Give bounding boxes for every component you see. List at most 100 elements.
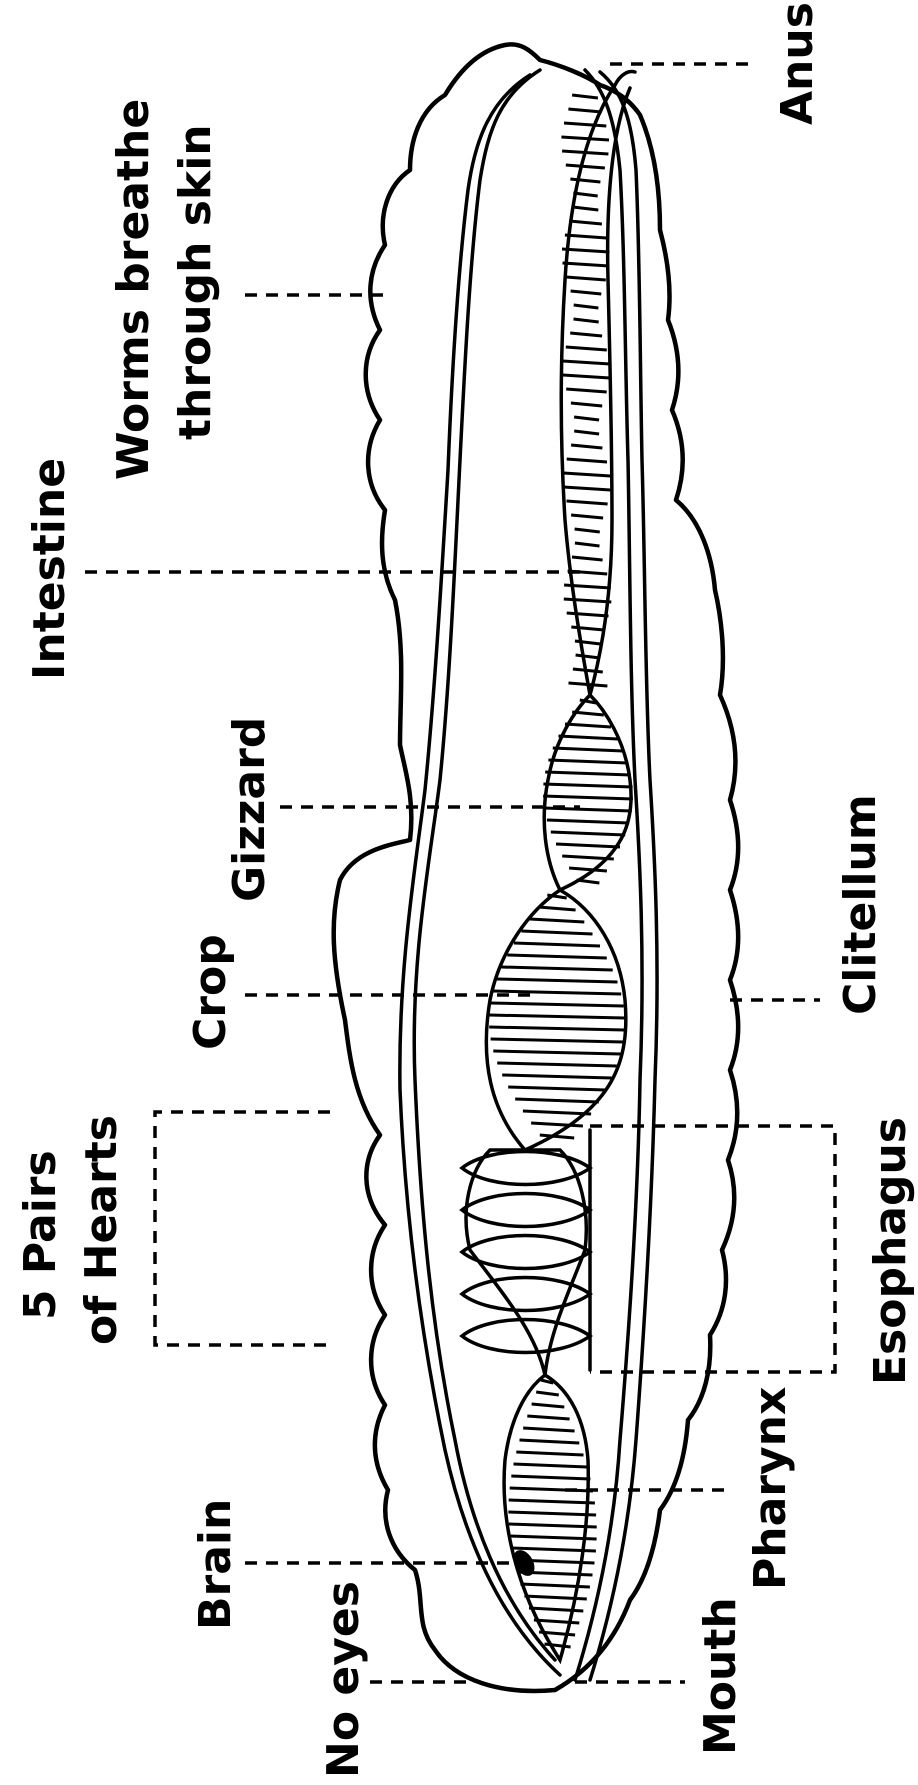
segment-ring [567, 613, 609, 616]
segment-ring [571, 627, 604, 630]
label-worms-breathe-line1: Worms breathe [108, 99, 159, 480]
segment-ring [561, 137, 609, 140]
segment-ring [543, 796, 633, 799]
segment-ring [548, 760, 627, 763]
segment-ring [575, 543, 600, 546]
segment-ring [556, 844, 620, 847]
heart-pair [462, 1194, 590, 1227]
segment-ring [520, 1440, 580, 1443]
inner-wall-left-2 [400, 75, 560, 1675]
label-worms-breathe-line2: through skin [170, 124, 221, 440]
segment-ring [574, 319, 599, 322]
segment-ring [532, 1404, 565, 1407]
segment-ring [493, 1051, 620, 1054]
segment-ring [575, 529, 600, 532]
segment-ring [574, 305, 599, 308]
segment-ring [565, 724, 611, 727]
segment-ring [569, 683, 608, 686]
segment-ring [564, 599, 612, 602]
segment-ring [530, 919, 585, 922]
segment-ring [571, 445, 602, 448]
segment-ring [570, 179, 600, 182]
worm-skin-outline [334, 44, 739, 1691]
segment-ring [570, 333, 602, 336]
segment-ring [576, 655, 600, 658]
segment-ring [563, 375, 610, 378]
segment-ring [489, 1015, 625, 1018]
segment-ring [522, 931, 593, 934]
label-clitellum: Clitellum [835, 794, 886, 1015]
segment-ring [568, 109, 601, 112]
segment-ring [572, 95, 598, 98]
segment-ring [547, 820, 629, 823]
segment-ring [553, 748, 623, 751]
segment-ring [566, 389, 607, 392]
segment-ring [563, 487, 610, 490]
label-brain: Brain [190, 1499, 241, 1630]
segment-ring [509, 1524, 597, 1527]
segment-ring [562, 151, 608, 154]
label-gizzard: Gizzard [224, 717, 275, 902]
segment-ring [562, 856, 614, 859]
segment-ring [577, 880, 600, 883]
label-hearts-line2: of Hearts [76, 1115, 127, 1345]
inner-wall-left [414, 70, 555, 1660]
segment-ring [571, 403, 602, 406]
segment-ring [523, 1111, 591, 1114]
segment-ring [511, 1476, 590, 1479]
segment-ring [566, 347, 607, 350]
segment-ring [507, 955, 607, 958]
label-pharynx: Pharynx [745, 1387, 796, 1590]
label-hearts-line1: 5 Pairs [15, 1150, 66, 1320]
segment-ring [551, 832, 625, 835]
segment-ring [569, 868, 607, 871]
label-no-eyes: No eyes [318, 1581, 369, 1778]
segment-ring [573, 207, 599, 210]
segment-ring [514, 943, 600, 946]
segment-ring [529, 1608, 583, 1611]
heart-pair [462, 1236, 590, 1269]
labels: Anus Worms breathe through skin Intestin… [15, 2, 916, 1778]
worm-body [334, 44, 739, 1691]
anus-end [615, 72, 635, 85]
label-anus: Anus [772, 2, 823, 125]
segment-ring [562, 249, 610, 252]
heart-pair [462, 1152, 590, 1185]
segment-ring [524, 1596, 586, 1599]
segment-ring [531, 1123, 583, 1126]
label-esophagus: Esophagus [865, 1117, 916, 1385]
leader-hearts [155, 1112, 335, 1345]
segment-ring [571, 291, 602, 294]
segment-ring [572, 712, 604, 715]
segment-ring [563, 361, 610, 364]
segment-ring [523, 1428, 574, 1431]
segment-ring [563, 263, 610, 266]
segment-ring [501, 967, 612, 970]
segment-ring [493, 991, 621, 994]
segment-ring [564, 123, 606, 126]
digestive-tract [466, 72, 635, 1660]
segment-ring [510, 1488, 593, 1491]
segment-ring [575, 641, 601, 644]
segment-ring [545, 772, 631, 775]
segment-ring [514, 1464, 588, 1467]
label-mouth: Mouth [695, 1597, 746, 1755]
label-intestine: Intestine [24, 458, 75, 680]
segment-ring [567, 459, 607, 462]
heart-pair [462, 1320, 590, 1353]
segment-ring [540, 1135, 574, 1138]
segment-ring [571, 515, 603, 518]
segment-ring [545, 1644, 571, 1647]
label-crop: Crop [185, 934, 236, 1050]
segment-ring [516, 1452, 583, 1455]
segment-ring [527, 1416, 569, 1419]
segment-ring [536, 1392, 559, 1395]
segment-ring [566, 277, 606, 280]
segment-ring [491, 1039, 624, 1042]
segment-ring [565, 235, 607, 238]
segment-ring [569, 221, 602, 224]
segment-ring [508, 1512, 596, 1515]
segment-ring [502, 1075, 612, 1078]
segment-ring [566, 165, 605, 168]
